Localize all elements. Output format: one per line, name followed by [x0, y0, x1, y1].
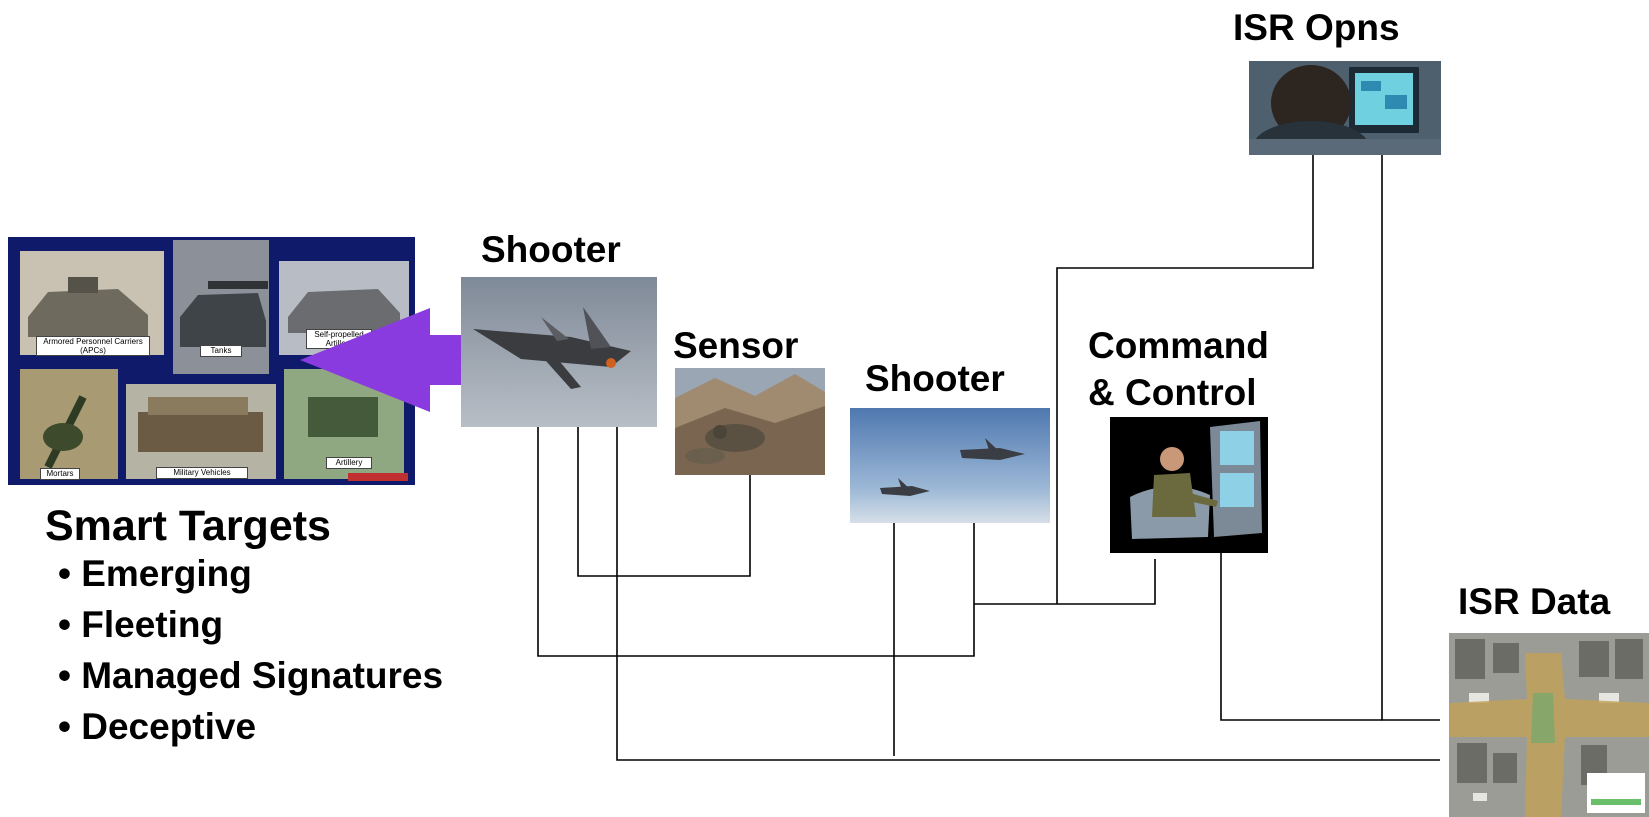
sensor-label: Sensor	[673, 325, 799, 366]
shooter-2-label: Shooter	[865, 358, 1005, 399]
smart-targets-bullets: Emerging Fleeting Managed Signatures Dec…	[58, 548, 443, 752]
link-shooter2-c2	[974, 559, 1156, 605]
engage-arrow	[300, 308, 470, 412]
shooter-2-photo	[850, 408, 1050, 523]
shooter-1-label: Shooter	[481, 229, 621, 270]
collage-caption-military-vehicles: Military Vehicles	[156, 467, 248, 479]
bullet-item: Fleeting	[58, 599, 443, 650]
link-isropns-isrdata	[1381, 155, 1440, 721]
collage-caption-apc: Armored Personnel Carriers (APCs)	[36, 336, 150, 356]
collage-caption-mortars: Mortars	[40, 468, 80, 480]
bullet-item: Emerging	[58, 548, 443, 599]
command-control-photo	[1110, 417, 1268, 553]
collage-caption-tanks: Tanks	[200, 345, 242, 357]
collage-caption-artillery: Artillery	[326, 457, 372, 469]
isr-opns-label: ISR Opns	[1233, 7, 1400, 48]
shooter-1-photo	[461, 277, 657, 427]
command-control-label-line2: & Control	[1088, 372, 1257, 413]
isr-data-map	[1449, 633, 1649, 817]
link-isropns-bus	[1056, 155, 1314, 604]
sensor-photo	[675, 368, 825, 475]
isr-data-label: ISR Data	[1458, 581, 1611, 622]
isr-opns-photo	[1249, 61, 1441, 155]
command-control-label-line1: Command	[1088, 325, 1269, 366]
bullet-item: Deceptive	[58, 701, 443, 752]
link-shooter1-sensor	[577, 427, 751, 577]
link-c2-isrdata	[1220, 553, 1382, 721]
link-shooter1-isrdata	[616, 427, 1440, 761]
smart-targets-title: Smart Targets	[45, 502, 331, 550]
bullet-item: Managed Signatures	[58, 650, 443, 701]
link-shooter1-shooter2	[537, 427, 975, 657]
